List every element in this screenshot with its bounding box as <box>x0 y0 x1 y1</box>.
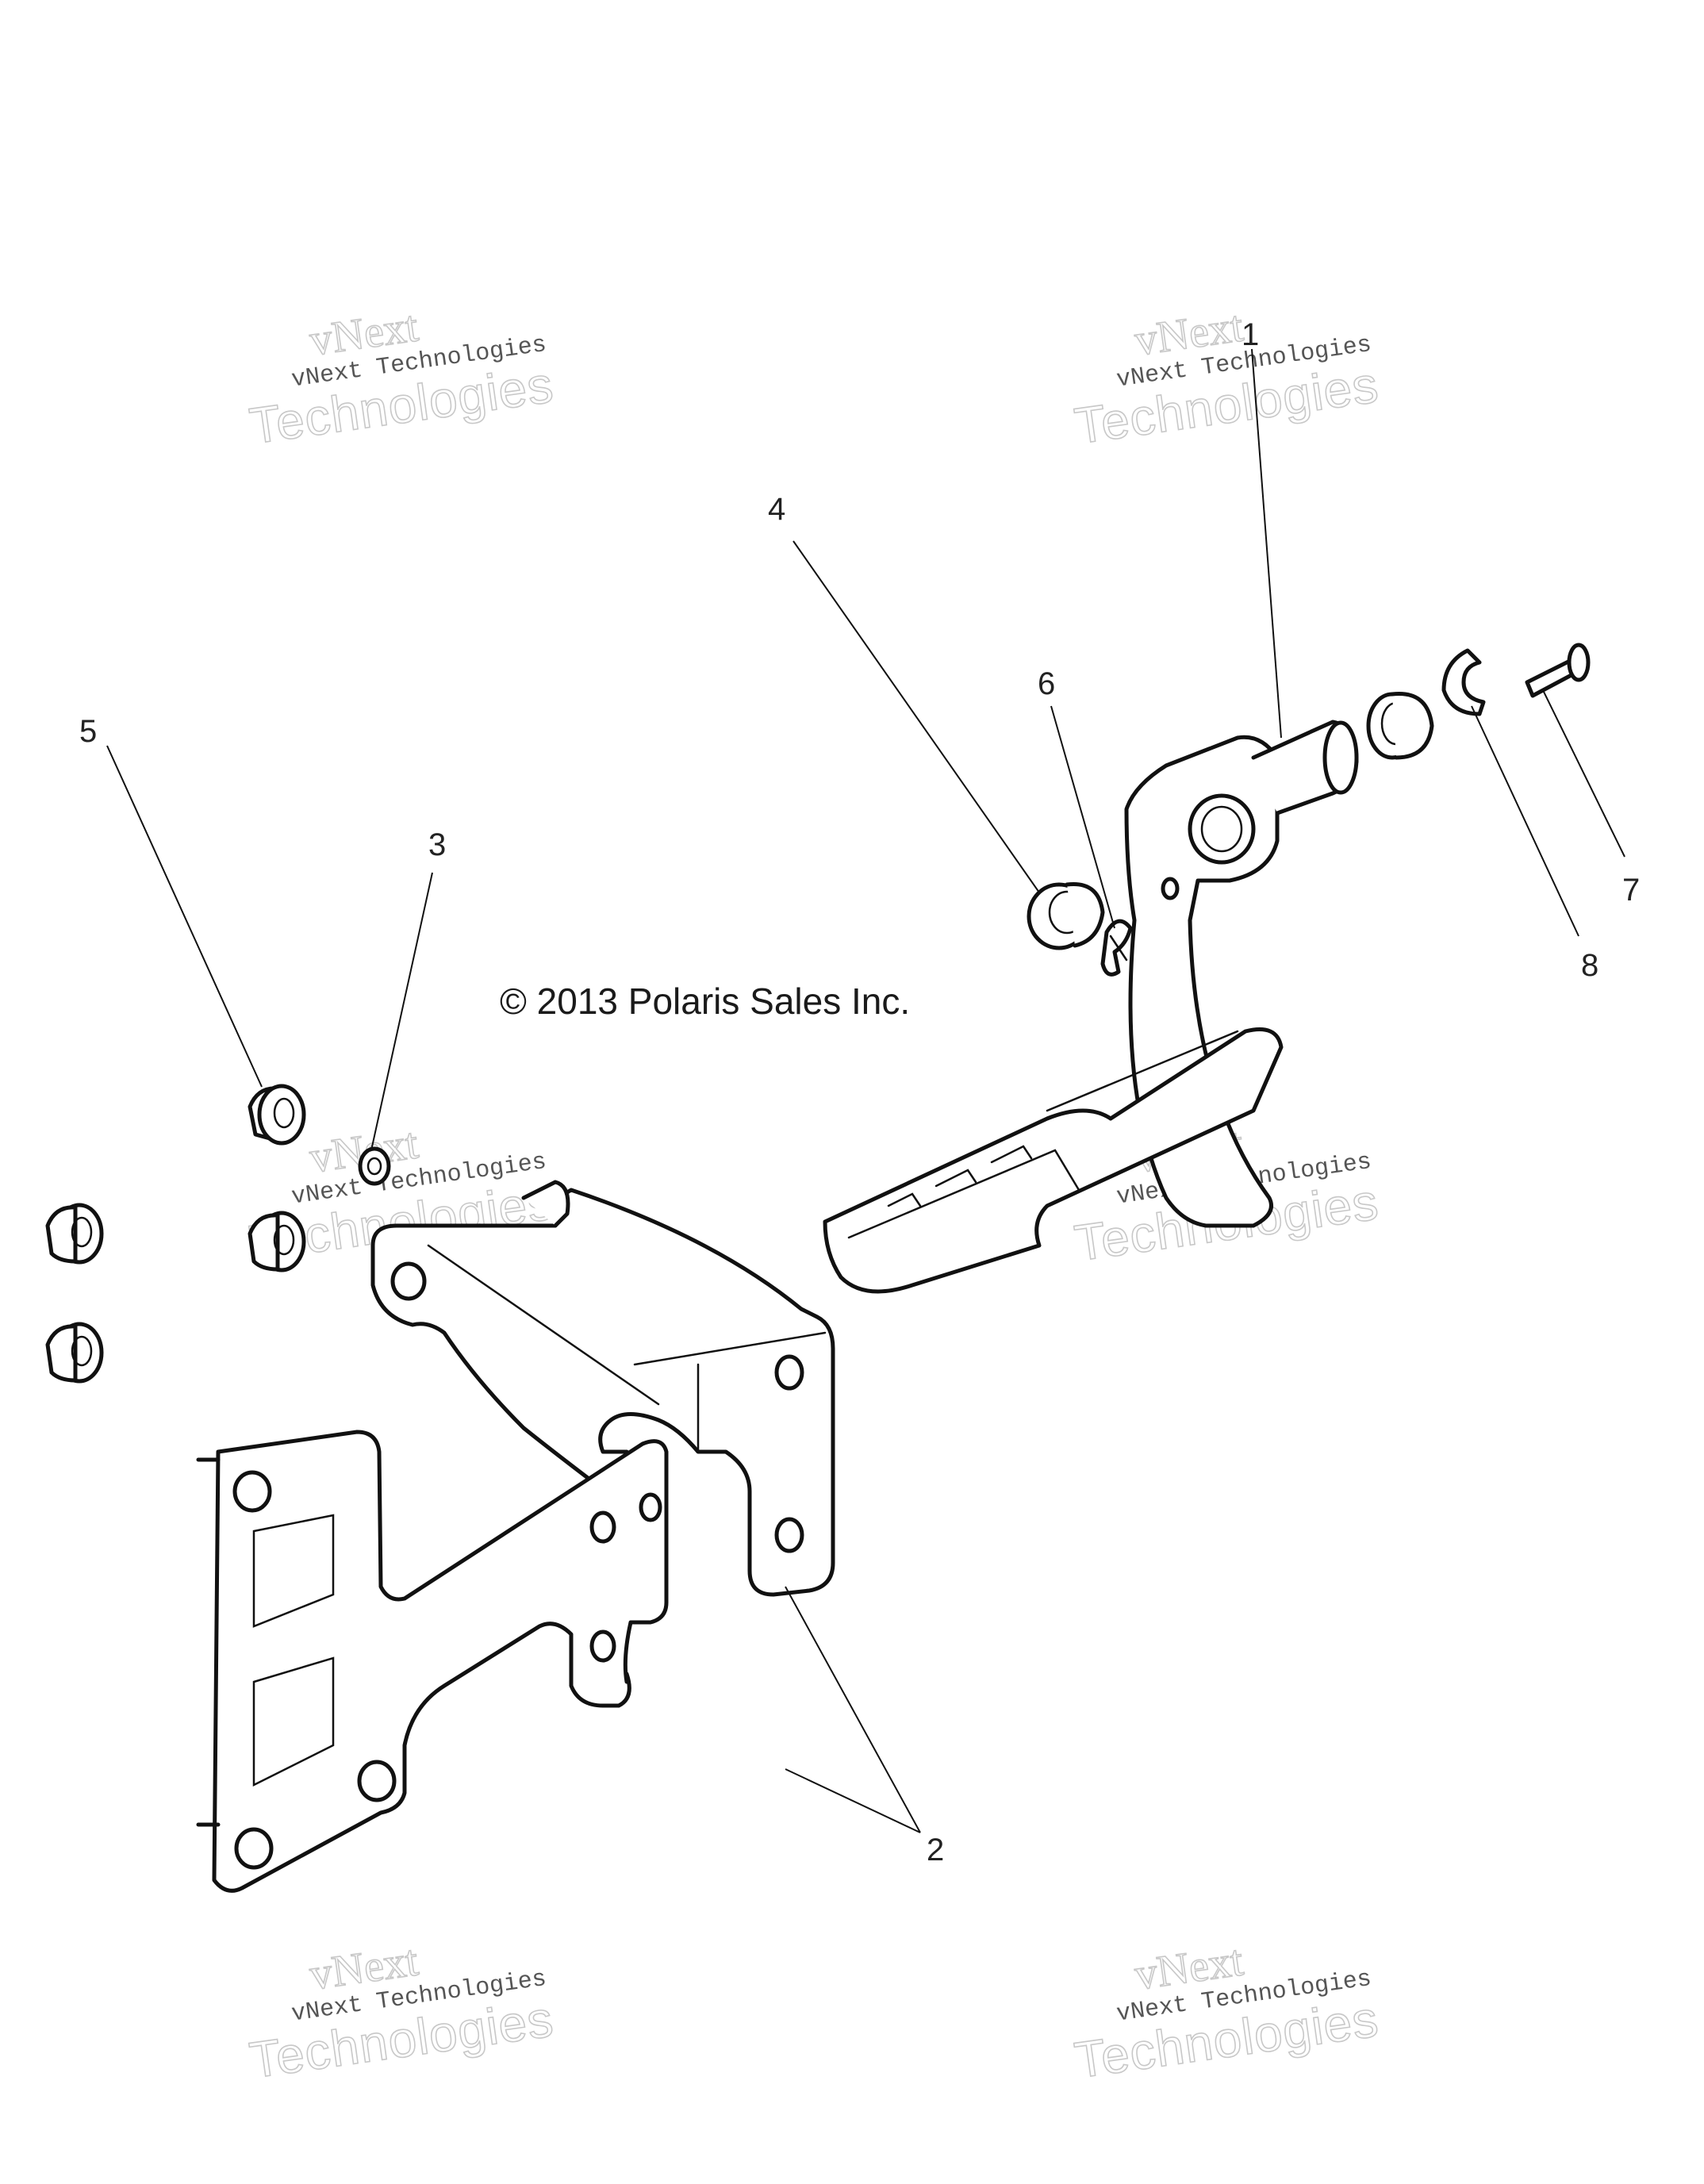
callout-2[interactable]: 2 <box>927 1833 944 1867</box>
flange-nut-2 <box>248 1211 306 1272</box>
flange-nut-1 <box>248 1084 306 1146</box>
part-4-bushing <box>1027 881 1105 950</box>
part-5-flange-nuts <box>45 1084 306 1384</box>
leader-6 <box>1050 705 1115 929</box>
part-6-hairpin-clip <box>1100 919 1133 977</box>
watermark-bottom-right: vNext vNext Technologies Technologies <box>1070 1935 1382 2090</box>
part-2-mounting-bracket <box>196 1180 835 1893</box>
leader-3 <box>370 872 433 1151</box>
leader-1 <box>1251 348 1282 739</box>
callout-4[interactable]: 4 <box>768 492 785 527</box>
part-1-brake-pedal <box>823 720 1359 1294</box>
callout-1[interactable]: 1 <box>1242 317 1259 352</box>
part-7-clevis-pin <box>1525 643 1591 698</box>
callout-5[interactable]: 5 <box>79 714 97 749</box>
watermark-top-left: vNext vNext Technologies Technologies <box>245 301 557 455</box>
callout-6[interactable]: 6 <box>1038 666 1055 701</box>
leader-8 <box>1471 705 1579 937</box>
copyright-text: © 2013 Polaris Sales Inc. <box>500 981 910 1022</box>
part-3-washer <box>358 1146 391 1186</box>
watermark-top-right: vNext vNext Technologies Technologies <box>1070 301 1382 455</box>
leader-2 <box>785 1586 921 1833</box>
watermark-bottom-left: vNext vNext Technologies Technologies <box>245 1935 557 2090</box>
part-8-e-clip <box>1441 648 1486 716</box>
flange-nut-3 <box>45 1203 104 1265</box>
callout-3[interactable]: 3 <box>428 827 446 862</box>
callout-7[interactable]: 7 <box>1622 873 1640 908</box>
callout-8[interactable]: 8 <box>1581 948 1598 983</box>
flange-nut-4 <box>45 1322 104 1384</box>
leader-2-a <box>785 1768 921 1833</box>
leader-4 <box>793 540 1040 893</box>
leader-5 <box>106 745 263 1088</box>
leader-7 <box>1542 689 1625 858</box>
part-bushing-right <box>1366 692 1434 760</box>
